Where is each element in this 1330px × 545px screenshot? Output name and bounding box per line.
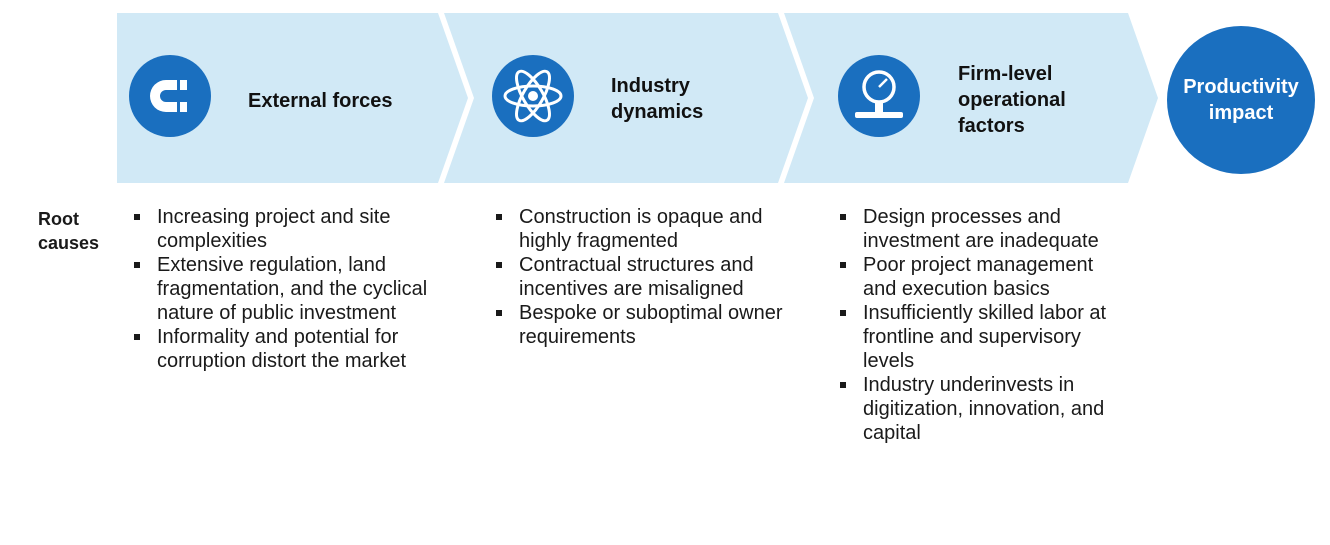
productivity-impact-circle: Productivity impact (1167, 26, 1315, 174)
list-item: Design processes and investment are inad… (838, 205, 1108, 253)
external-forces-causes-list: Increasing project and site complexities… (132, 205, 432, 373)
stage-title-firm-level: Firm-level operational factors (958, 63, 1066, 137)
stage-title-external-forces: External forces (248, 90, 393, 112)
list-item: Increasing project and site complexities (132, 205, 432, 253)
industry-dynamics-causes-list: Construction is opaque and highly fragme… (494, 205, 794, 349)
list-item: Contractual structures and incentives ar… (494, 253, 794, 301)
list-item: Construction is opaque and highly fragme… (494, 205, 794, 253)
chevron-external-forces (117, 13, 468, 183)
list-item: Informality and potential for corruption… (132, 325, 432, 373)
list-item: Poor project management and execution ba… (838, 253, 1108, 301)
list-item: Bespoke or suboptimal owner requirements (494, 301, 794, 349)
pressure-gauge-icon (837, 54, 921, 138)
root-causes-label: Root causes (38, 209, 100, 253)
stage-title-industry-dynamics: Industry dynamics (611, 75, 704, 123)
list-item: Industry underinvests in digitization, i… (838, 373, 1108, 445)
magnet-icon (128, 54, 212, 138)
atom-icon (491, 54, 575, 138)
firm-level-causes-list: Design processes and investment are inad… (838, 205, 1108, 445)
list-item: Extensive regulation, land fragmentation… (132, 253, 432, 325)
productivity-impact-label: Productivity impact (1183, 76, 1299, 124)
list-item: Insufficiently skilled labor at frontlin… (838, 301, 1108, 373)
